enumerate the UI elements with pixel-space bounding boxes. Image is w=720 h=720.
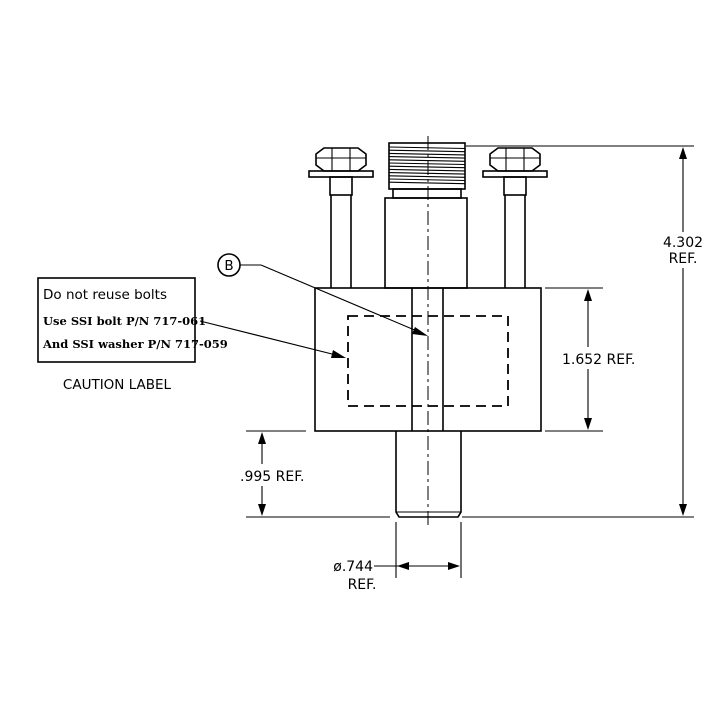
dim-stem-text: .995 REF.	[240, 469, 304, 485]
arrow-right-icon	[448, 562, 460, 570]
right-bolt-hex-head	[489, 147, 541, 172]
caution-line-3: And SSI washer P/N 717-059	[42, 337, 228, 351]
arrow-right-icon	[331, 350, 346, 358]
arrow-up-icon	[584, 289, 592, 301]
thread-line	[388, 149, 466, 153]
dimension-overall-height: 4.302 REF.	[462, 145, 715, 518]
left-bolt-neck	[329, 176, 353, 196]
caution-label: Do not reuse bolts Use SSI bolt P/N 717-…	[37, 277, 346, 393]
dim-overall-value: 4.302	[663, 235, 703, 251]
caution-leader-line	[199, 320, 341, 357]
caution-line-2: Use SSI bolt P/N 717-061	[43, 314, 206, 328]
callout-letter: B	[224, 258, 233, 274]
thread-line	[388, 159, 466, 162]
right-bolt-washer-flange	[482, 170, 548, 178]
left-bolt-washer-flange	[308, 170, 374, 178]
connector-collar	[392, 188, 462, 199]
thread-line	[388, 175, 466, 178]
right-bolt	[482, 147, 548, 288]
left-bolt-hex-head	[315, 147, 367, 172]
dim-body-text: 1.652 REF.	[562, 352, 635, 368]
thread-line	[388, 146, 466, 150]
arrow-down-icon	[258, 504, 266, 516]
thread-line	[388, 181, 466, 185]
thread-line	[388, 172, 466, 175]
dimension-stem-diameter: ø.744 REF.	[333, 522, 462, 593]
caution-line-1: Do not reuse bolts	[43, 287, 167, 303]
arrow-right-icon	[412, 327, 428, 336]
dim-diameter-suffix: REF.	[348, 577, 377, 593]
arrow-down-icon	[679, 504, 687, 516]
arrow-up-icon	[258, 432, 266, 444]
left-bolt	[308, 147, 374, 288]
sensor-body	[314, 287, 542, 432]
arrow-left-icon	[397, 562, 409, 570]
arrow-down-icon	[584, 418, 592, 430]
dimension-body-height: 1.652 REF.	[545, 287, 664, 432]
thread-line	[388, 168, 466, 172]
dim-diameter-value: ø.744	[333, 559, 373, 575]
caution-label-box	[37, 277, 196, 363]
callout-b: B	[217, 253, 428, 336]
right-bolt-neck	[503, 176, 527, 196]
thread-line	[388, 162, 466, 166]
thread-line	[388, 152, 466, 156]
thread-line	[388, 156, 466, 159]
dimension-stem-height: .995 REF.	[236, 430, 390, 518]
dim-overall-suffix: REF.	[669, 251, 698, 267]
threaded-connector	[384, 142, 468, 289]
callout-leader-line	[260, 264, 425, 335]
caution-label-caption: CAUTION LABEL	[63, 377, 172, 393]
connector-housing	[384, 197, 468, 289]
thread-line	[388, 165, 466, 169]
thread-line	[388, 178, 466, 182]
arrow-up-icon	[679, 147, 687, 159]
